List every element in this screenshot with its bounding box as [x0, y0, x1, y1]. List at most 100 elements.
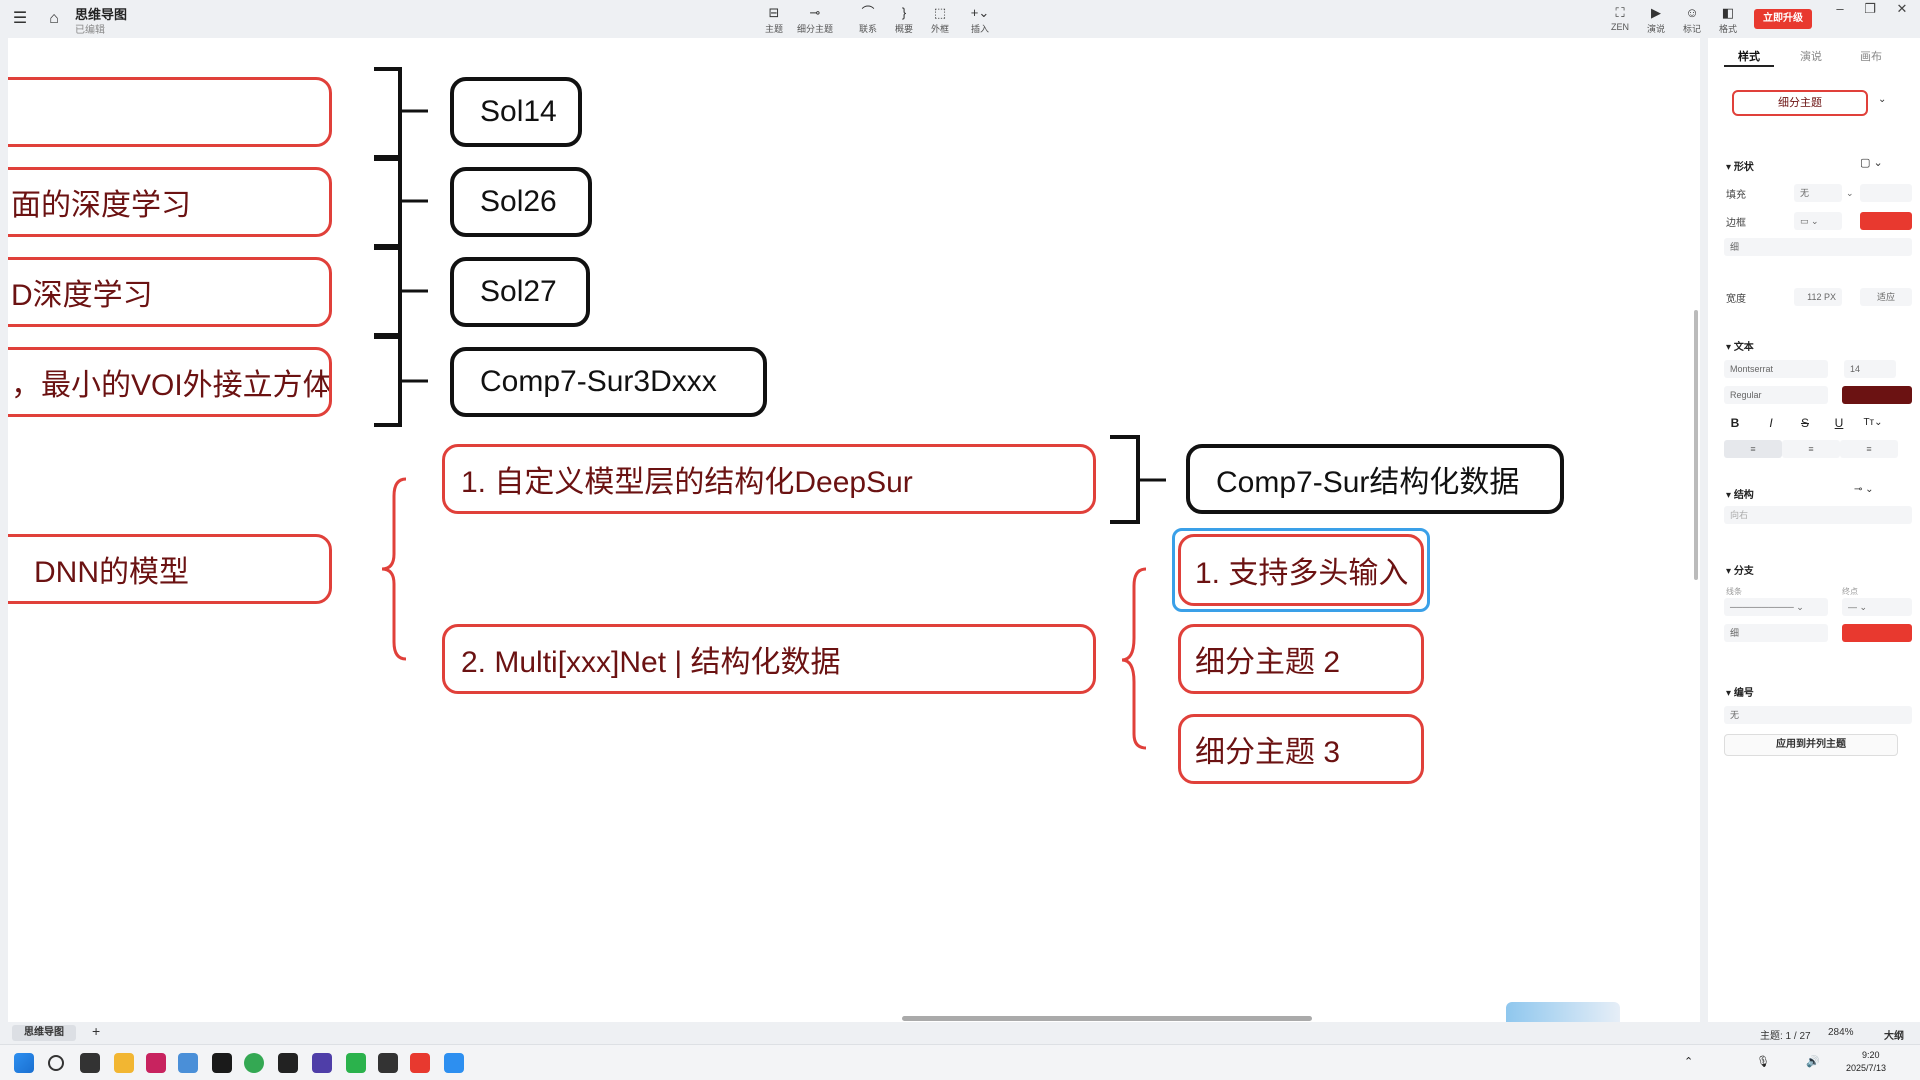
topic-node-sol14[interactable]: Sol14: [450, 77, 582, 147]
tray-chevron-icon[interactable]: ⌃: [1684, 1056, 1694, 1068]
horizontal-scrollbar[interactable]: [902, 1016, 1312, 1021]
branch-section-title[interactable]: ▾ 分支: [1726, 566, 1754, 577]
topic-node-sol27[interactable]: Sol27: [450, 257, 590, 327]
fit-button[interactable]: 适应: [1860, 288, 1912, 306]
topic-node[interactable]: 面的深度学习: [8, 167, 332, 237]
text-color-swatch[interactable]: [1842, 386, 1912, 404]
width-input[interactable]: 112 PX: [1794, 288, 1842, 306]
node-label: 细分主题 3: [1195, 736, 1341, 769]
tab-canvas[interactable]: 画布: [1860, 51, 1882, 63]
taskbar: ⌃ 🎙 🔊 9:20 2025/7/13: [0, 1044, 1920, 1080]
align-center-button[interactable]: ≡: [1782, 440, 1840, 458]
topic-node-multinet[interactable]: 2. Multi[xxx]Net | 结构化数据: [442, 624, 1096, 694]
chevron-down-icon[interactable]: ⌄: [1878, 94, 1887, 105]
topic-node-comp7[interactable]: Comp7-Sur3Dxxx: [450, 347, 767, 417]
close-icon[interactable]: ✕: [1896, 1, 1908, 16]
font-size-select[interactable]: 14: [1844, 360, 1896, 378]
app-icon[interactable]: [178, 1053, 198, 1073]
terminal-icon[interactable]: [378, 1053, 398, 1073]
add-sheet-button[interactable]: +: [92, 1023, 101, 1039]
insert-icon: +⌄: [970, 5, 990, 20]
topic-node-sol26[interactable]: Sol26: [450, 167, 592, 237]
border-style-select[interactable]: ▭ ⌄: [1794, 212, 1842, 230]
document-title[interactable]: 思维导图: [75, 7, 128, 22]
present-button[interactable]: ▶ 演说: [1634, 5, 1678, 35]
menu-icon[interactable]: ☰: [12, 10, 28, 27]
text-section-title[interactable]: ▾ 文本: [1726, 342, 1754, 353]
border-weight-select[interactable]: 细: [1724, 238, 1912, 256]
italic-button[interactable]: I: [1769, 416, 1773, 430]
marker-button[interactable]: ☺ 标记: [1670, 5, 1714, 35]
volume-icon[interactable]: 🔊: [1806, 1056, 1820, 1068]
font-family-select[interactable]: Montserrat: [1724, 360, 1828, 378]
task-view-icon[interactable]: [80, 1053, 100, 1073]
topic-node[interactable]: ，最小的VOI外接立方体: [8, 347, 332, 417]
maximize-icon[interactable]: ❐: [1864, 1, 1876, 16]
insert-topic-button[interactable]: ⊟ 主题: [752, 5, 796, 35]
clock-time[interactable]: 9:20: [1862, 1050, 1880, 1060]
topic-node-dnn[interactable]: DNN的模型: [8, 534, 332, 604]
fill-select[interactable]: 无: [1794, 184, 1842, 202]
align-left-button[interactable]: ≡: [1724, 440, 1782, 458]
numbering-section-title[interactable]: ▾ 编号: [1726, 688, 1754, 699]
topic-node-subtopic-3[interactable]: 细分主题 3: [1178, 714, 1424, 784]
topic-node-comp7-structured[interactable]: Comp7-Sur结构化数据: [1186, 444, 1564, 514]
tab-style[interactable]: 样式: [1738, 51, 1760, 63]
search-icon[interactable]: [48, 1055, 64, 1071]
shape-selector-icon[interactable]: ▢ ⌄: [1860, 157, 1883, 169]
align-right-button[interactable]: ≡: [1840, 440, 1898, 458]
summary-button[interactable]: } 概要: [882, 5, 926, 35]
upgrade-button[interactable]: 立即升级: [1754, 9, 1812, 29]
line-style-select[interactable]: ────────── ⌄: [1724, 598, 1828, 616]
strikethrough-button[interactable]: S: [1800, 416, 1809, 430]
fill-color-field[interactable]: [1860, 184, 1912, 202]
structure-select[interactable]: 向右: [1724, 506, 1912, 524]
format-panel-button[interactable]: ◧ 格式: [1706, 5, 1750, 35]
sheet-tab[interactable]: 思维导图: [12, 1025, 76, 1041]
tab-present[interactable]: 演说: [1800, 51, 1822, 63]
zen-button[interactable]: ⛶ ZEN: [1598, 5, 1642, 32]
topic-node-deepsur[interactable]: 1. 自定义模型层的结构化DeepSur: [442, 444, 1096, 514]
text-case-button[interactable]: Tт⌄: [1863, 417, 1883, 428]
border-color-swatch[interactable]: [1860, 212, 1912, 230]
topic-node-multihead-input[interactable]: 1. 支持多头输入: [1178, 534, 1424, 606]
topic-style-preview[interactable]: 细分主题: [1732, 90, 1868, 116]
clock-date[interactable]: 2025/7/13: [1846, 1063, 1887, 1073]
insert-button[interactable]: +⌄ 插入: [958, 5, 1002, 35]
structure-icon[interactable]: ⊸ ⌄: [1854, 484, 1874, 495]
node-label: 细分主题 2: [1195, 646, 1341, 679]
app-icon[interactable]: [312, 1053, 332, 1073]
outline-button[interactable]: 大纲: [1884, 1031, 1904, 1042]
font-weight-select[interactable]: Regular: [1724, 386, 1828, 404]
start-icon[interactable]: [14, 1053, 34, 1073]
app-icon[interactable]: [146, 1053, 166, 1073]
chrome-icon[interactable]: [244, 1053, 264, 1073]
app-icon[interactable]: [444, 1053, 464, 1073]
insert-subtopic-button[interactable]: ⊸ 细分主题: [793, 5, 837, 35]
shape-section-title[interactable]: ▾ 形状: [1726, 162, 1754, 173]
branch-weight-select[interactable]: 细: [1724, 624, 1828, 642]
bold-button[interactable]: B: [1730, 416, 1740, 430]
home-icon[interactable]: ⌂: [49, 10, 59, 27]
file-explorer-icon[interactable]: [114, 1053, 134, 1073]
underline-button[interactable]: U: [1834, 416, 1844, 430]
structure-section-title[interactable]: ▾ 结构: [1726, 490, 1754, 501]
mindmap-canvas[interactable]: 面的深度学习 D深度学习 ，最小的VOI外接立方体 DNN的模型 Sol14 S…: [8, 38, 1700, 1022]
vertical-scrollbar[interactable]: [1694, 310, 1698, 580]
numbering-select[interactable]: 无: [1724, 706, 1912, 724]
app-icon[interactable]: [278, 1053, 298, 1073]
line-end-select[interactable]: — ⌄: [1842, 598, 1912, 616]
topic-node[interactable]: D深度学习: [8, 257, 332, 327]
relationship-button[interactable]: ⌒ 联系: [846, 5, 890, 35]
xmind-icon[interactable]: [410, 1053, 430, 1073]
boundary-button[interactable]: ⬚ 外框: [918, 5, 962, 35]
topic-node-subtopic-2[interactable]: 细分主题 2: [1178, 624, 1424, 694]
wechat-icon[interactable]: [346, 1053, 366, 1073]
minimize-icon[interactable]: –: [1836, 1, 1844, 16]
zoom-level[interactable]: 284%: [1828, 1027, 1854, 1038]
topic-node[interactable]: [8, 77, 332, 147]
pycharm-icon[interactable]: [212, 1053, 232, 1073]
microphone-icon[interactable]: 🎙: [1756, 1056, 1770, 1068]
apply-to-siblings-button[interactable]: 应用到并列主题: [1724, 734, 1898, 756]
branch-color-swatch[interactable]: [1842, 624, 1912, 642]
